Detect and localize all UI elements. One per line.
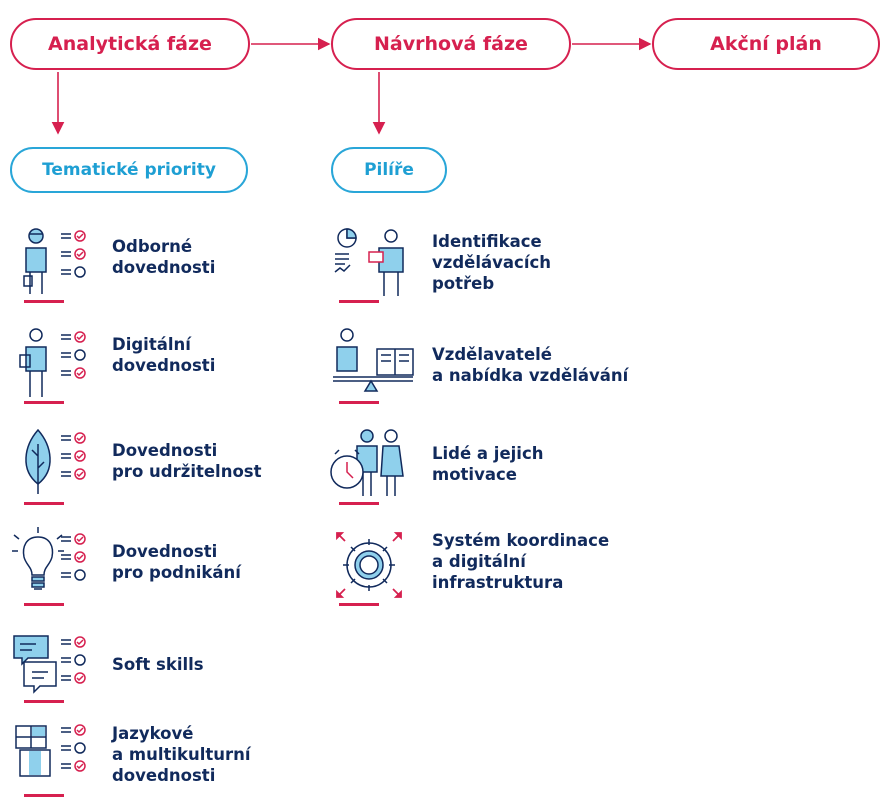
speech-bubbles-checklist-icon: [13, 635, 86, 703]
gear-arrows-icon: [336, 532, 402, 606]
phase-analytical: Analytická fáze: [10, 18, 250, 70]
educator-book-icon: [333, 328, 414, 404]
flags-checklist-icon: [15, 724, 86, 797]
phase-design: Návrhová fáze: [331, 18, 571, 70]
person-tablet-checklist-icon: [19, 328, 86, 404]
category-thematic-priorities: Tematické priority: [10, 147, 248, 193]
leaf-checklist-icon: [24, 428, 86, 505]
lightbulb-checklist-icon: [12, 527, 86, 606]
thematic-item-soft-skills: Soft skills: [112, 655, 204, 674]
analyst-chart-icon: [334, 228, 404, 303]
people-clock-icon: [330, 429, 404, 505]
category-pillars: Pilíře: [331, 147, 447, 193]
phase-action-plan: Akční plán: [652, 18, 880, 70]
worker-checklist-icon: [23, 228, 86, 303]
